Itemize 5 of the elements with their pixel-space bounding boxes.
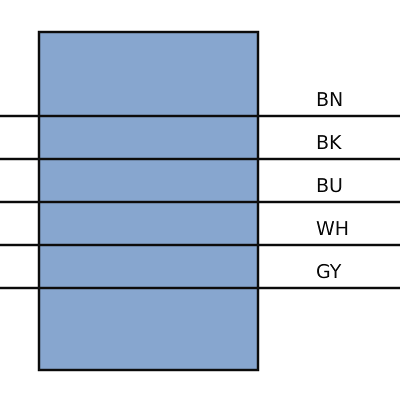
wire-label: BK (316, 132, 342, 154)
wire-label: GY (316, 261, 342, 283)
wire-label: WH (316, 218, 350, 240)
wire-label: BU (316, 175, 343, 197)
wire-label: BN (316, 89, 344, 111)
